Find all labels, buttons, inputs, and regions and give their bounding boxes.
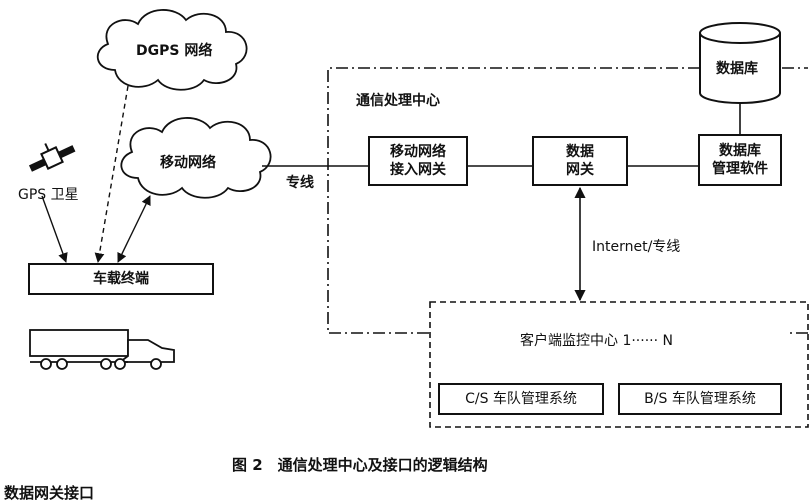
data-gateway-label-2: 网关: [566, 162, 594, 178]
vehicle-terminal-label: 车载终端: [93, 271, 149, 287]
dgps-network-label: DGPS 网络: [136, 43, 213, 59]
mobile-gateway-label-2: 接入网关: [390, 162, 446, 178]
bs-system-box: B/S 车队管理系统: [618, 383, 782, 415]
section-heading: 数据网关接口: [4, 484, 95, 502]
data-gateway-box: 数据 网关: [532, 136, 628, 186]
dgps-link: [94, 85, 129, 263]
figure-caption: 图 2 通信处理中心及接口的逻辑结构: [232, 456, 488, 474]
cs-system-label: C/S 车队管理系统: [465, 391, 577, 407]
mobile-gateway-label-1: 移动网络: [390, 144, 446, 160]
vehicle-terminal-box: 车载终端: [28, 263, 214, 295]
db-software-label-1: 数据库: [719, 143, 761, 159]
cs-system-box: C/S 车队管理系统: [438, 383, 604, 415]
database-cylinder-icon: [699, 22, 781, 104]
mobile-cloud-shape: [120, 117, 272, 199]
client-center-boundary: [429, 301, 809, 428]
dedicated-line-label: 专线: [286, 175, 314, 191]
client-center-label: 客户端监控中心 1······ N: [520, 333, 673, 349]
internet-link-label: Internet/专线: [592, 239, 681, 255]
mobile-network-label: 移动网络: [160, 155, 216, 171]
gps-satellite-icon: [28, 143, 76, 172]
db-software-label-2: 管理软件: [712, 161, 768, 177]
database-label: 数据库: [716, 61, 758, 77]
mobile-gateway-box: 移动网络 接入网关: [368, 136, 468, 186]
mobile-terminal-link: [117, 195, 151, 263]
gps-link: [41, 195, 68, 263]
gps-satellite-label: GPS 卫星: [18, 187, 79, 203]
data-gateway-label-1: 数据: [566, 144, 594, 160]
bs-system-label: B/S 车队管理系统: [644, 391, 756, 407]
dgps-cloud-shape: [97, 9, 248, 91]
truck-icon: [29, 329, 175, 370]
db-software-box: 数据库 管理软件: [698, 134, 782, 186]
comm-center-label: 通信处理中心: [356, 93, 440, 109]
